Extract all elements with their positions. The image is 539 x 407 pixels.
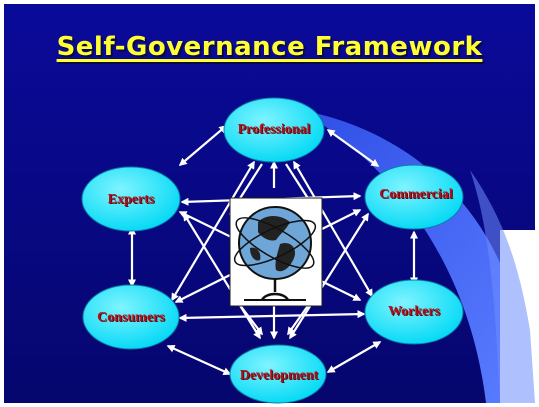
arrow-professional-experts	[178, 125, 228, 166]
label-professional: Professional	[237, 122, 311, 137]
label-experts: Experts	[107, 192, 155, 207]
arrow-professional-commercial	[326, 129, 380, 167]
label-commercial: Commercial	[379, 187, 453, 202]
decorative-swoosh-highlight	[470, 170, 535, 403]
label-consumers: Consumers	[97, 310, 165, 325]
arrow-workers-development	[326, 341, 382, 373]
node-professional	[223, 97, 325, 163]
arrow-commercial-development	[289, 212, 369, 340]
label-development: Development	[239, 368, 319, 383]
node-consumers	[82, 284, 180, 350]
center-globe-image	[229, 197, 323, 307]
node-development	[229, 344, 327, 404]
node-ellipses	[81, 97, 464, 404]
node-workers	[364, 279, 464, 345]
arrow-consumers-development	[166, 344, 232, 376]
label-workers: Workers	[387, 304, 441, 319]
node-commercial	[364, 164, 464, 230]
node-experts	[81, 166, 181, 232]
slide-title: Self-Governance Framework	[56, 32, 483, 62]
arrow-experts-development	[183, 212, 261, 340]
